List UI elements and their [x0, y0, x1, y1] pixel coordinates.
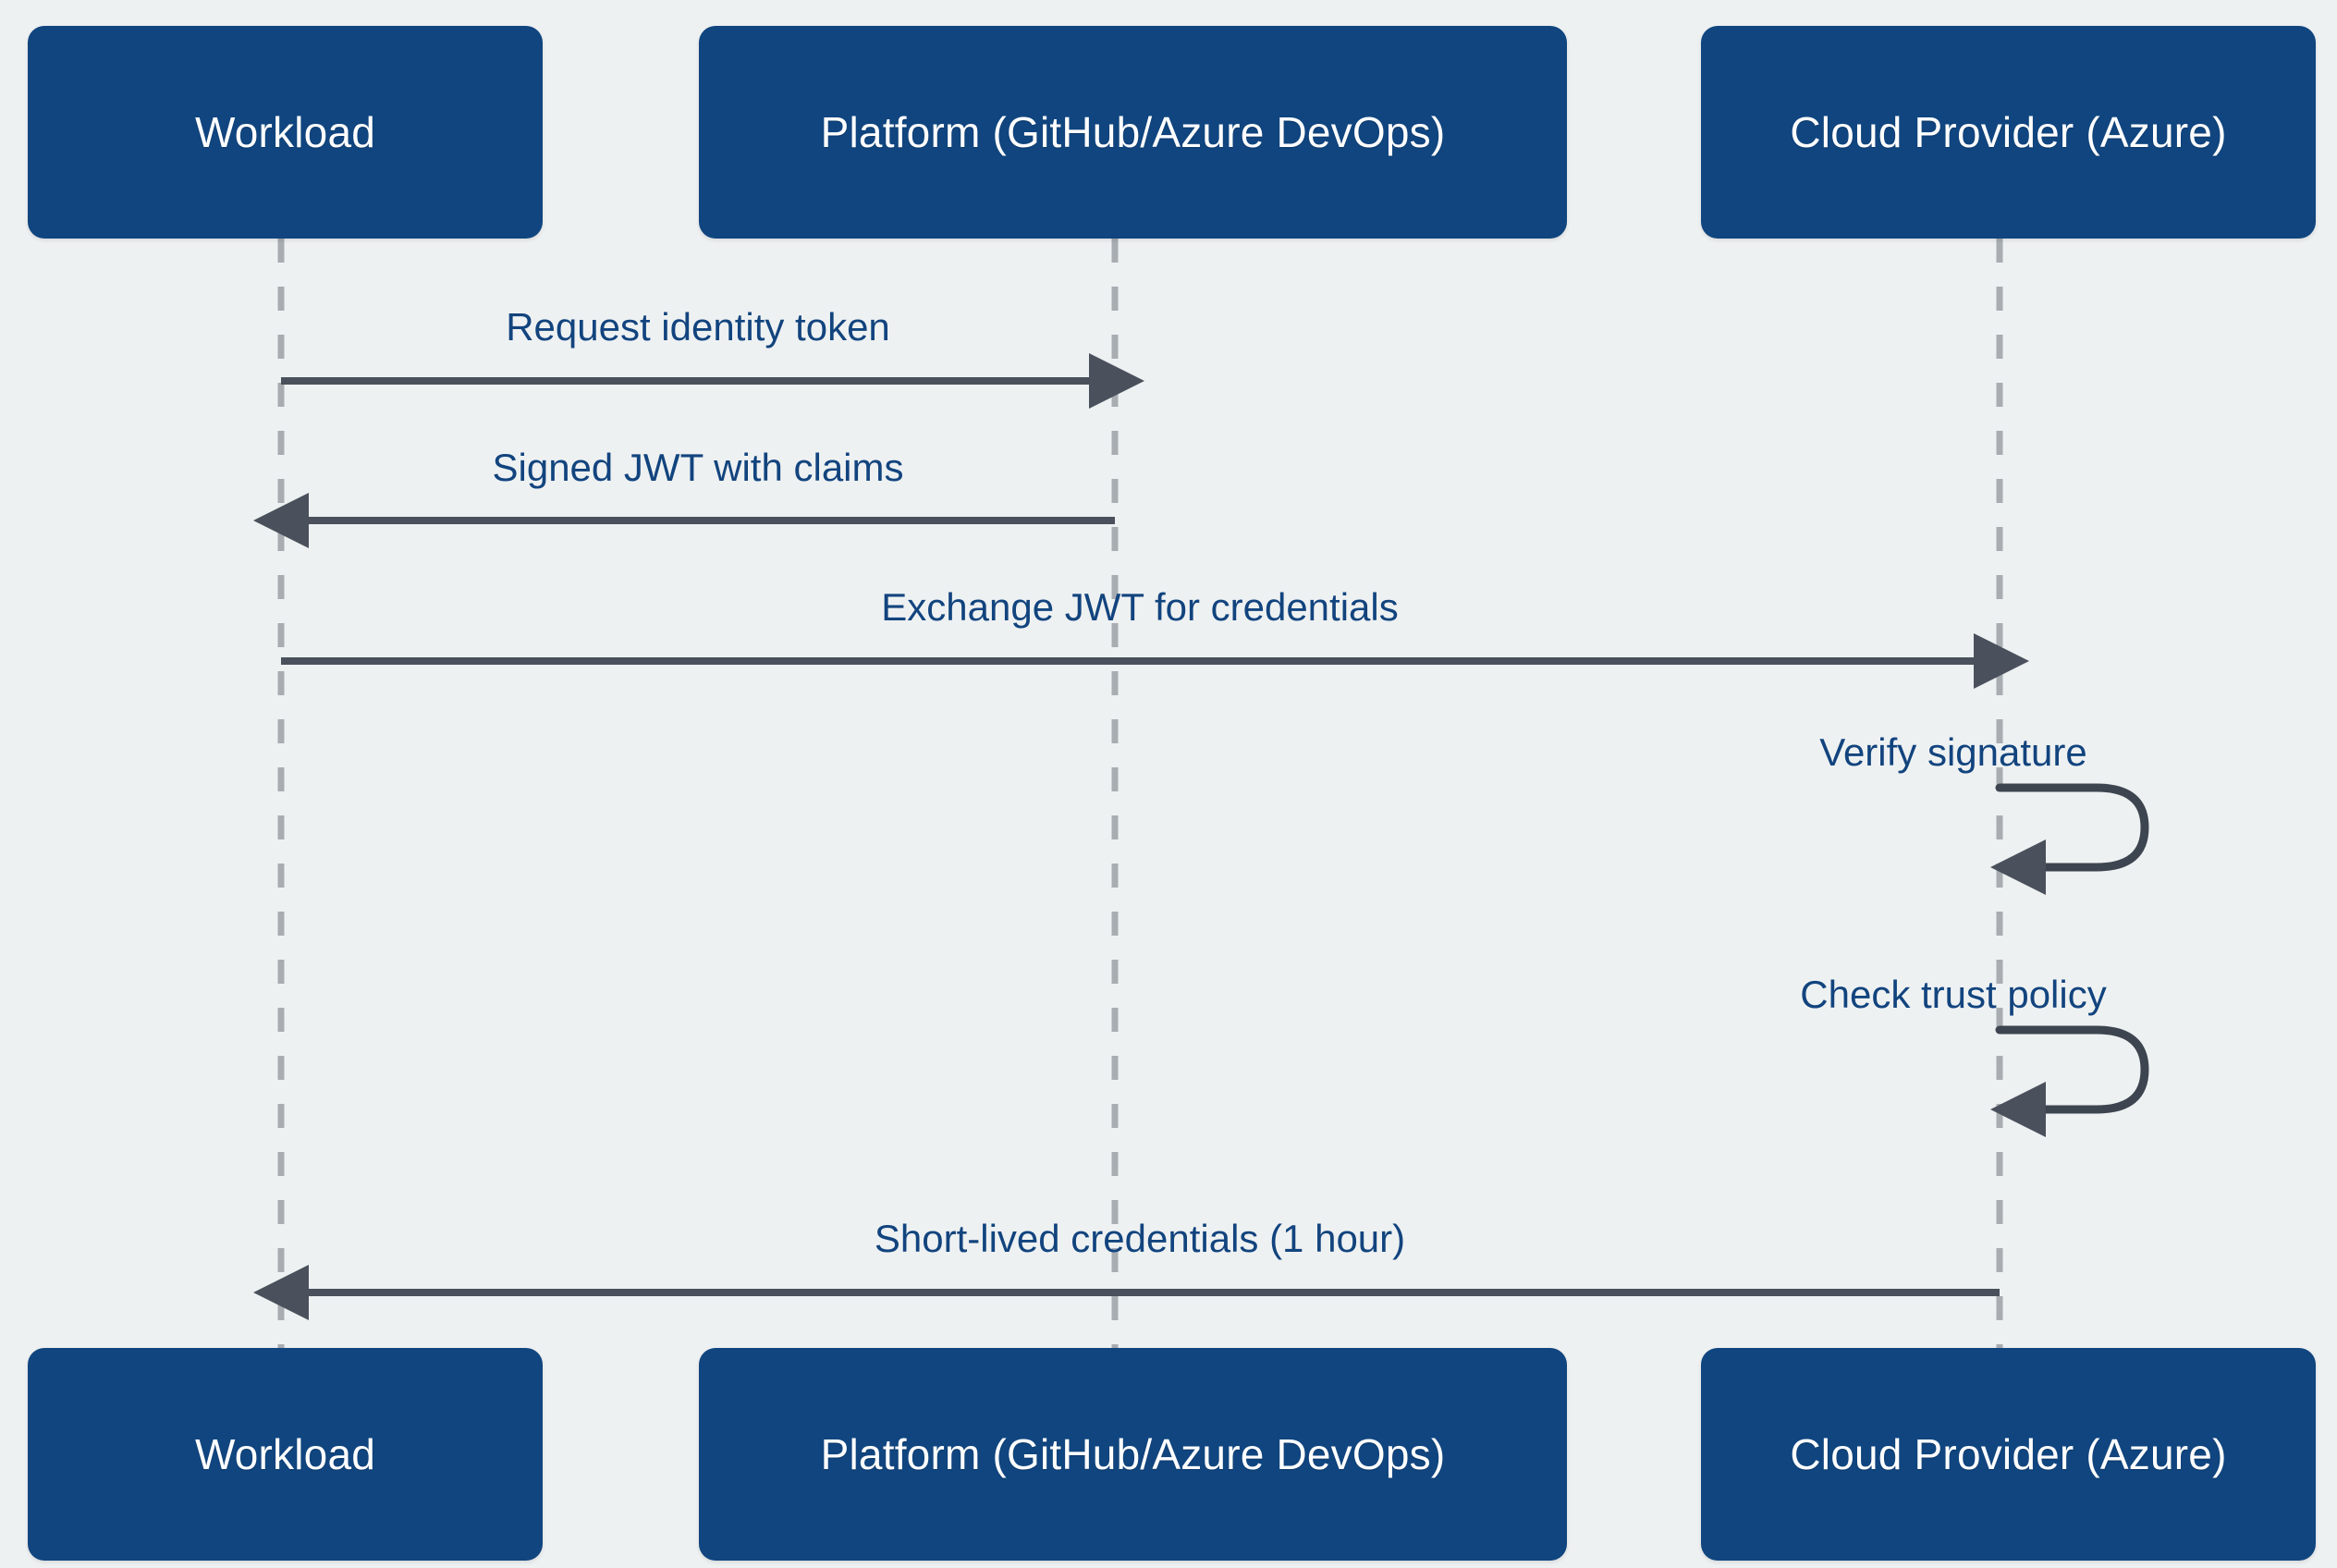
message-label-verify-signature: Verify signature [1819, 730, 2087, 774]
message-arrow-short-lived-credentials [253, 1265, 2000, 1320]
participant-header-workload-label: Workload [194, 108, 376, 156]
participant-header-platform-label: Platform (GitHub/Azure DevOps) [820, 108, 1446, 156]
participant-footer-workload[interactable]: Workload [28, 1348, 543, 1561]
participant-header-cloud[interactable]: Cloud Provider (Azure) [1701, 26, 2316, 239]
participant-footer-cloud[interactable]: Cloud Provider (Azure) [1701, 1348, 2316, 1561]
participant-header-cloud-label: Cloud Provider (Azure) [1790, 108, 2227, 156]
message-arrow-signed-jwt-with-claims [253, 493, 1115, 548]
participant-footer-workload-label: Workload [194, 1430, 376, 1478]
message-label-short-lived-credentials: Short-lived credentials (1 hour) [874, 1217, 1406, 1260]
lifelines [277, 239, 2003, 1348]
participant-footer-cloud-label: Cloud Provider (Azure) [1790, 1430, 2227, 1478]
participant-header-workload[interactable]: Workload [28, 26, 543, 239]
message-label-request-identity-token: Request identity token [506, 305, 890, 349]
self-loop-check-trust-policy [1990, 1025, 2149, 1137]
message-label-exchange-jwt-for-credentials: Exchange JWT for credentials [881, 585, 1399, 629]
participant-footer-platform[interactable]: Platform (GitHub/Azure DevOps) [699, 1348, 1567, 1561]
message-arrow-request-identity-token [281, 353, 1144, 409]
participant-footer-platform-label: Platform (GitHub/Azure DevOps) [820, 1430, 1446, 1478]
self-loop-verify-signature [1990, 783, 2149, 895]
message-arrow-exchange-jwt-for-credentials [281, 633, 2029, 689]
message-label-check-trust-policy: Check trust policy [1800, 973, 2107, 1016]
message-label-signed-jwt-with-claims: Signed JWT with claims [492, 446, 904, 489]
participant-header-platform[interactable]: Platform (GitHub/Azure DevOps) [699, 26, 1567, 239]
